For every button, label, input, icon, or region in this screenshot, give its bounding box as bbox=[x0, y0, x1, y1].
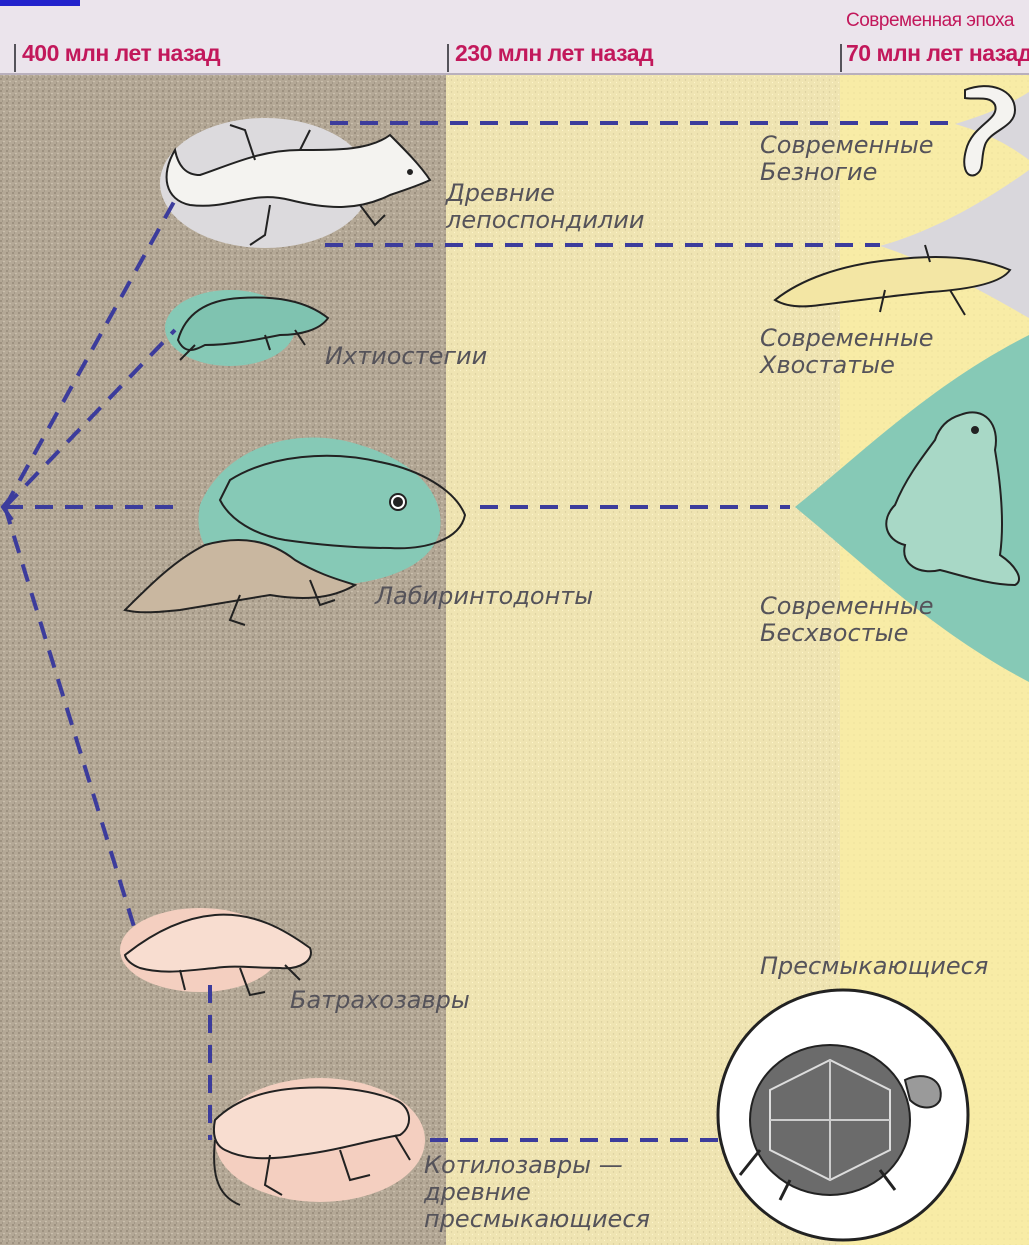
tick-70 bbox=[840, 44, 842, 72]
label-reptiles: Пресмыкающиеся bbox=[760, 953, 988, 980]
label-ichthyostegids: Ихтиостегии bbox=[325, 343, 487, 370]
label-cotylosaurs: Котилозавры — древние пресмыкающиеся bbox=[424, 1152, 684, 1233]
label-modern-anura: Современные Бесхвостые bbox=[760, 593, 960, 647]
era-label-400: 400 млн лет назад bbox=[22, 40, 220, 67]
label-batrachosaurs: Батрахозавры bbox=[290, 987, 470, 1014]
tick-400 bbox=[14, 44, 16, 72]
era-label-modern: Современная эпоха bbox=[846, 10, 1014, 32]
corner-link[interactable] bbox=[0, 0, 80, 6]
label-modern-caudata: Современные Хвостатые bbox=[760, 325, 960, 379]
tick-230 bbox=[447, 44, 449, 72]
turtle-icon bbox=[718, 990, 968, 1240]
label-labyrinthodonts: Лабиринтодонты bbox=[375, 583, 593, 610]
era-label-230: 230 млн лет назад bbox=[455, 40, 653, 67]
era-label-70: 70 млн лет назад bbox=[846, 40, 1029, 67]
paleozoic-band bbox=[0, 75, 446, 1245]
label-modern-caecilians: Современные Безногие bbox=[760, 132, 950, 186]
label-ancient-lepospondyls: Древние лепоспондилии bbox=[446, 180, 656, 234]
